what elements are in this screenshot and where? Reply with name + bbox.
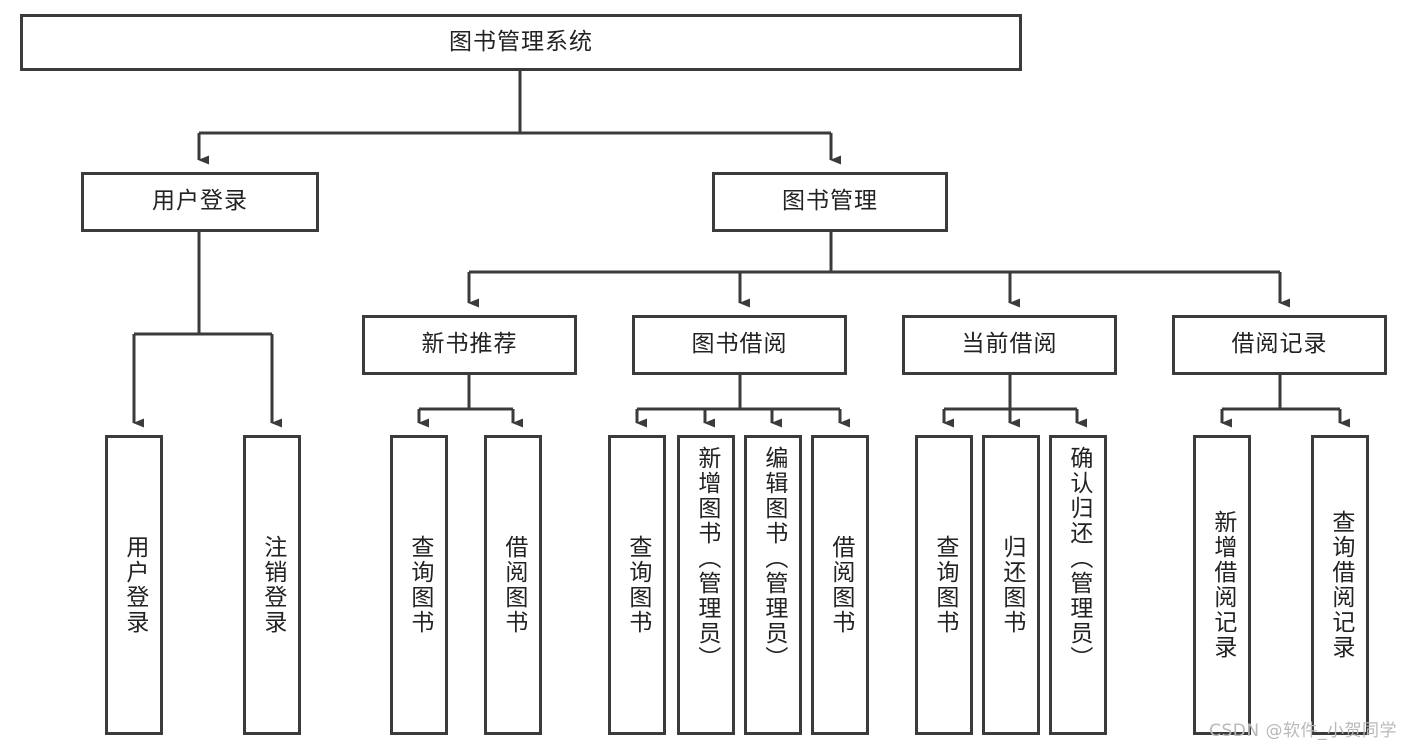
node-label: 注销登录 bbox=[259, 535, 286, 635]
node-label: 图书管理 bbox=[782, 188, 878, 215]
node-label: 当前借阅 bbox=[961, 331, 1058, 358]
leaf-book-borrow-edit[interactable]: 编辑图书（管理员） bbox=[744, 435, 802, 735]
leaf-borrow-record-add[interactable]: 新增借阅记录 bbox=[1193, 435, 1251, 735]
leaf-book-borrow-borrow[interactable]: 借阅图书 bbox=[811, 435, 869, 735]
leaf-book-borrow-add[interactable]: 新增图书（管理员） bbox=[677, 435, 735, 735]
leaf-user-login-logout[interactable]: 注销登录 bbox=[243, 435, 301, 735]
node-label: 新增图书（管理员） bbox=[693, 446, 720, 671]
node-label: 借阅图书 bbox=[827, 535, 854, 635]
leaf-new-book-query[interactable]: 查询图书 bbox=[390, 435, 448, 735]
node-label: 图书管理系统 bbox=[449, 28, 593, 55]
leaf-new-book-borrow[interactable]: 借阅图书 bbox=[484, 435, 542, 735]
node-book-management[interactable]: 图书管理 bbox=[712, 172, 948, 232]
node-new-book-recommend[interactable]: 新书推荐 bbox=[362, 315, 577, 375]
node-label: 归还图书 bbox=[998, 535, 1025, 635]
node-label: 借阅记录 bbox=[1231, 331, 1328, 358]
leaf-current-borrow-return[interactable]: 归还图书 bbox=[982, 435, 1040, 735]
node-label: 查询图书 bbox=[406, 535, 433, 635]
node-current-borrow[interactable]: 当前借阅 bbox=[902, 315, 1117, 375]
watermark-text: CSDN @软件_小贺同学 bbox=[1209, 721, 1397, 741]
node-user-login[interactable]: 用户登录 bbox=[81, 172, 319, 232]
node-label: 用户登录 bbox=[152, 188, 248, 215]
leaf-current-borrow-confirm-return[interactable]: 确认归还（管理员） bbox=[1049, 435, 1107, 735]
leaf-current-borrow-query[interactable]: 查询图书 bbox=[915, 435, 973, 735]
node-label: 图书借阅 bbox=[691, 331, 788, 358]
node-root-system[interactable]: 图书管理系统 bbox=[20, 14, 1022, 71]
node-book-borrow[interactable]: 图书借阅 bbox=[632, 315, 847, 375]
node-label: 查询图书 bbox=[624, 535, 651, 635]
node-label: 借阅图书 bbox=[500, 535, 527, 635]
leaf-user-login-login[interactable]: 用户登录 bbox=[105, 435, 163, 735]
leaf-book-borrow-query[interactable]: 查询图书 bbox=[608, 435, 666, 735]
node-borrow-record[interactable]: 借阅记录 bbox=[1172, 315, 1387, 375]
leaf-borrow-record-query[interactable]: 查询借阅记录 bbox=[1311, 435, 1369, 735]
node-label: 用户登录 bbox=[121, 535, 148, 635]
node-label: 查询图书 bbox=[931, 535, 958, 635]
node-label: 编辑图书（管理员） bbox=[760, 446, 787, 671]
node-label: 新增借阅记录 bbox=[1209, 510, 1236, 660]
node-label: 新书推荐 bbox=[421, 331, 518, 358]
node-label: 查询借阅记录 bbox=[1327, 510, 1354, 660]
node-label: 确认归还（管理员） bbox=[1065, 446, 1092, 671]
